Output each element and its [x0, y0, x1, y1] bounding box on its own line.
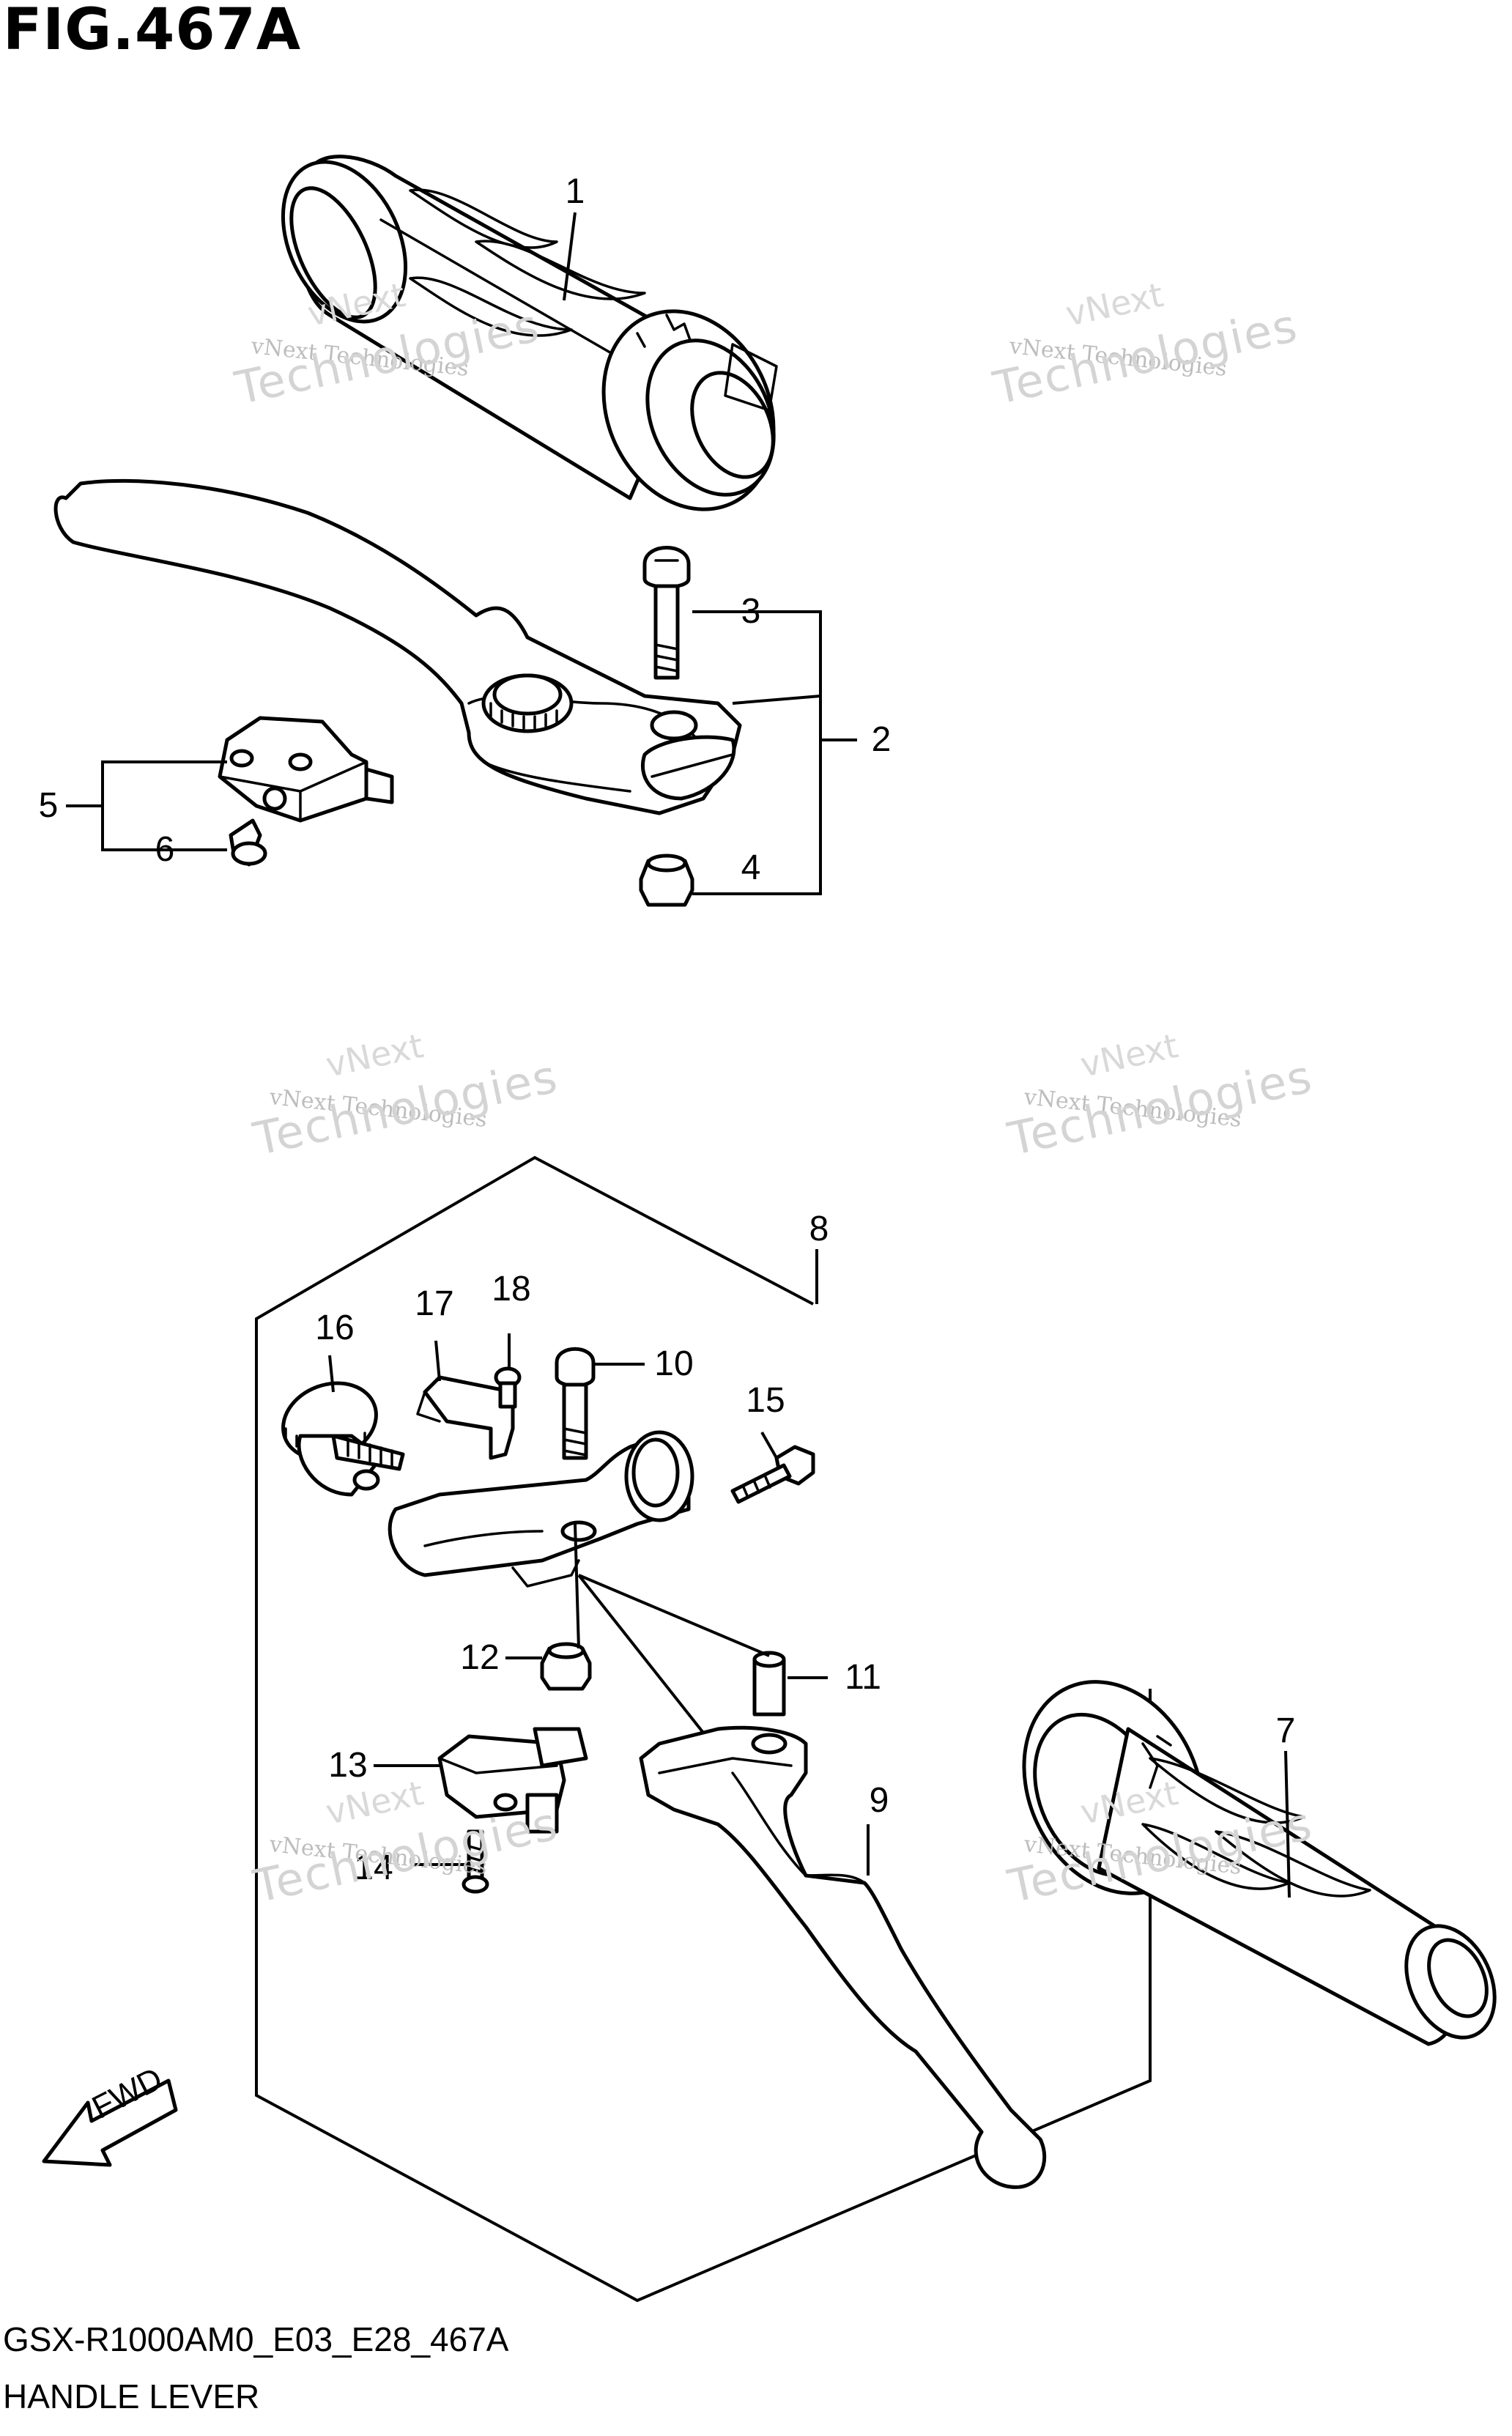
part-number-1: 1	[565, 172, 585, 211]
part-number-17: 17	[415, 1284, 454, 1323]
holder-nut	[540, 1642, 592, 1691]
switch-mount-screw	[462, 1829, 489, 1894]
leader-lines-lower	[328, 1249, 1291, 1898]
part-number-9: 9	[869, 1781, 889, 1820]
switch-bracket	[416, 1375, 515, 1460]
part-number-2: 2	[871, 720, 892, 759]
part-number-4: 4	[741, 848, 761, 887]
part-number-16: 16	[315, 1308, 355, 1347]
part-number-12: 12	[460, 1638, 500, 1677]
lever-holder	[388, 1430, 694, 1588]
leader-lines-upper	[66, 212, 857, 895]
footer-name: HANDLE LEVER	[3, 2377, 260, 2415]
part-number-8: 8	[809, 1210, 829, 1248]
bracket-screw	[494, 1366, 522, 1409]
lever-collar	[752, 1651, 786, 1717]
footer-code: GSX-R1000AM0_E03_E28_467A	[3, 2320, 509, 2358]
part-number-18: 18	[492, 1270, 531, 1308]
lever-lower	[639, 1725, 1047, 2189]
clutch-switch	[218, 716, 394, 823]
part-number-15: 15	[746, 1381, 785, 1420]
grip-left	[281, 155, 778, 511]
part-number-10: 10	[654, 1344, 694, 1383]
lever-upper	[53, 478, 742, 815]
pivot-bolt	[642, 546, 691, 680]
assembly-outline	[255, 1155, 1152, 2303]
lever-pivot-bolt	[555, 1347, 596, 1460]
part-number-11: 11	[845, 1658, 881, 1697]
grip-right	[1022, 1680, 1497, 2046]
part-number-7: 7	[1275, 1711, 1296, 1750]
figure-title: FIG.467A	[3, 0, 302, 63]
lever-nut	[639, 854, 694, 907]
fwd-arrow-icon	[42, 2078, 178, 2167]
switch-screw	[229, 818, 267, 867]
part-number-3: 3	[741, 592, 761, 631]
adjuster-knob	[281, 1381, 405, 1497]
part-number-14: 14	[354, 1848, 393, 1887]
brake-switch	[437, 1727, 588, 1834]
part-number-5: 5	[38, 786, 59, 825]
holder-bolt	[730, 1445, 815, 1504]
part-number-6: 6	[155, 830, 175, 869]
part-number-13: 13	[328, 1746, 368, 1785]
